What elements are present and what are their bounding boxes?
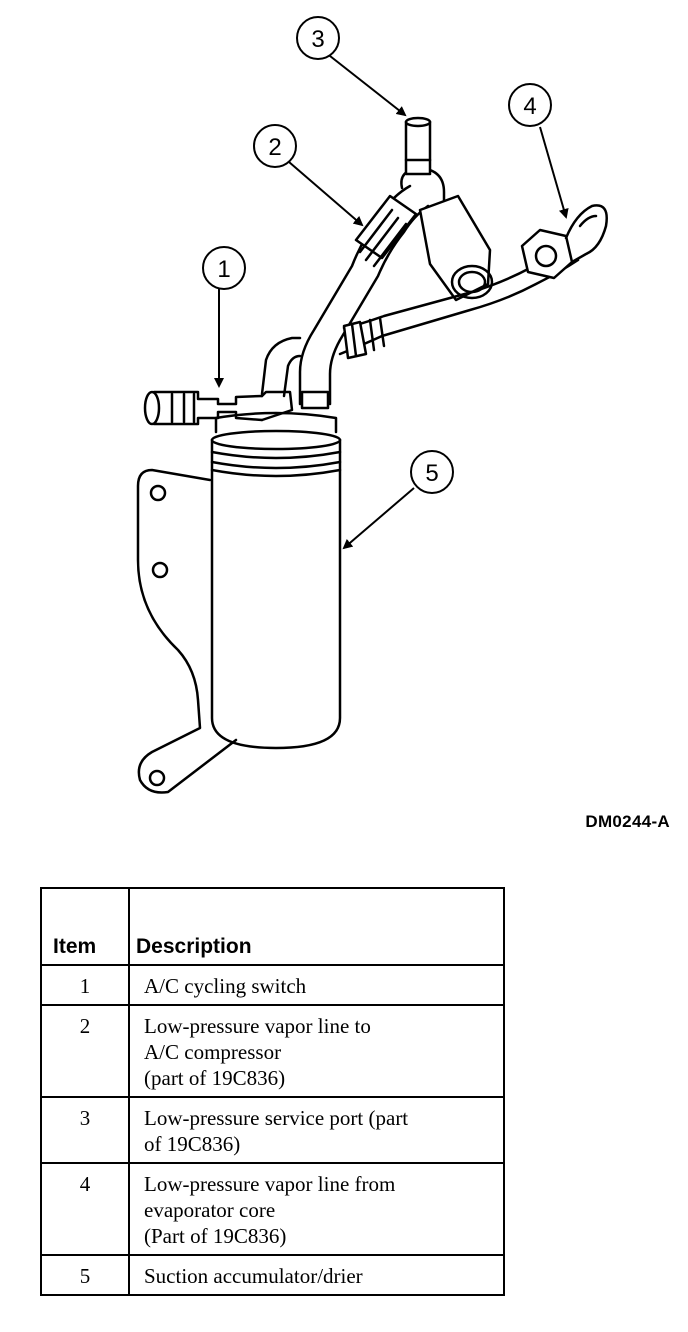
callout-number-1: 1 — [217, 256, 230, 283]
table-row: 2 Low-pressure vapor line to A/C compres… — [40, 1004, 505, 1098]
vapor-line-to-compressor — [298, 184, 430, 410]
figure-id: DM0244-A — [585, 812, 670, 831]
table-row: 5 Suction accumulator/drier — [40, 1254, 505, 1296]
table-row: 4 Low-pressure vapor line from evaporato… — [40, 1162, 505, 1256]
table-row: 1 A/C cycling switch — [40, 964, 505, 1006]
callout-number-3: 3 — [311, 26, 324, 53]
callout-number-2: 2 — [268, 134, 281, 161]
leader-line-5 — [342, 487, 415, 550]
callout-circle-5 — [410, 450, 454, 494]
item-number: 1 — [40, 964, 130, 1006]
callout-circle-4 — [508, 83, 552, 127]
callout-circle-3 — [296, 16, 340, 60]
vapor-line-from-evaporator — [338, 204, 608, 360]
leader-line-3 — [329, 55, 407, 117]
description-column-header: Description — [128, 887, 505, 966]
return-tube — [260, 336, 302, 398]
legend-header-row: Item Description — [40, 887, 505, 966]
item-description: Low-pressure vapor line to A/C compresso… — [128, 1004, 505, 1098]
accumulator-body — [210, 411, 342, 750]
item-number: 3 — [40, 1096, 130, 1164]
item-number: 4 — [40, 1162, 130, 1256]
callout-number-4: 4 — [523, 93, 536, 120]
item-number: 5 — [40, 1254, 130, 1296]
cycling-switch — [143, 390, 294, 426]
table-row: 3 Low-pressure service port (part of 19C… — [40, 1096, 505, 1164]
mounting-bracket — [136, 468, 238, 794]
item-description: Low-pressure vapor line from evaporator … — [128, 1162, 505, 1256]
callout-number-5: 5 — [425, 460, 438, 487]
item-column-header: Item — [40, 887, 130, 966]
callout-circle-2 — [253, 124, 297, 168]
leader-line-4 — [539, 126, 569, 219]
callout-circle-1 — [202, 246, 246, 290]
leader-line-2 — [288, 161, 364, 227]
item-description: Low-pressure service port (part of 19C83… — [128, 1096, 505, 1164]
service-port — [400, 116, 494, 302]
item-description: Suction accumulator/drier — [128, 1254, 505, 1296]
item-number: 2 — [40, 1004, 130, 1098]
legend-table: Item Description 1 A/C cycling switch 2 … — [40, 887, 505, 1296]
accumulator-diagram: 1 2 3 4 5 — [136, 16, 608, 794]
item-description: A/C cycling switch — [128, 964, 505, 1006]
